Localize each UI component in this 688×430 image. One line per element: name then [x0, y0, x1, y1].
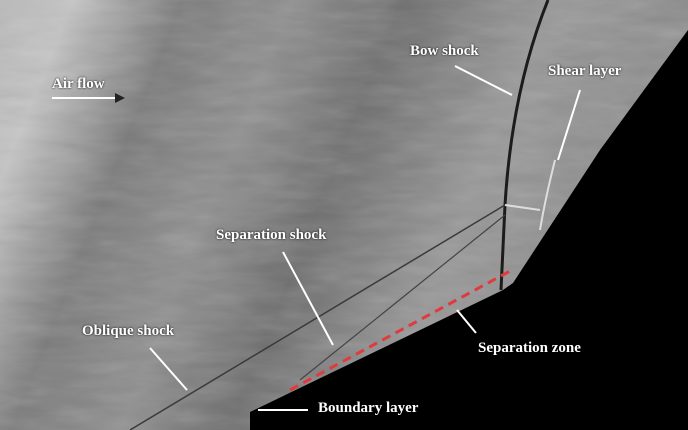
- arrow-head-icon: [115, 93, 125, 103]
- separation-shock: [299, 214, 506, 381]
- bow-shock: [499, 0, 550, 291]
- label-boundary-layer: Boundary layer: [318, 400, 419, 416]
- leader-lines: [52, 65, 581, 411]
- shear-layer: [504, 159, 556, 231]
- label-bow-shock: Bow shock: [410, 43, 479, 59]
- label-oblique-shock: Oblique shock: [82, 323, 175, 339]
- label-separation-zone: Separation zone: [478, 340, 581, 356]
- label-shear-layer: Shear layer: [548, 63, 622, 79]
- separation-line: [289, 268, 513, 392]
- label-separation-shock: Separation shock: [216, 227, 327, 243]
- label-air-flow: Air flow: [52, 76, 105, 92]
- ramp-model: [250, 30, 688, 430]
